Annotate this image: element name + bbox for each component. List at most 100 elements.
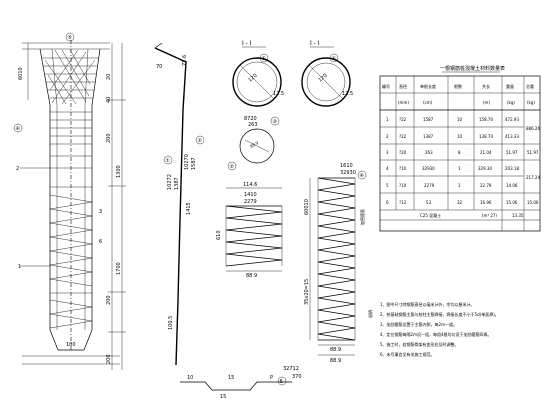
bar2-dim-2279: 2279 xyxy=(244,199,257,205)
bar2-dim-1410: 1410 xyxy=(244,192,257,198)
svg-text:6: 6 xyxy=(386,200,389,205)
spiral-callout-4: ④ xyxy=(360,173,365,179)
th-len: 单根长度 xyxy=(420,83,436,89)
bar2-dim-114: 114.6 xyxy=(243,182,257,188)
svg-text:?22: ?22 xyxy=(399,117,407,122)
callout-1: 1 xyxy=(18,264,21,270)
callout-2: 2 xyxy=(16,166,19,172)
bar6-p: P xyxy=(270,375,273,381)
svg-text:329.30: 329.30 xyxy=(478,166,492,171)
bar2-dim-610: 610 xyxy=(216,230,222,240)
spiral-dim-35x20: 35x20=15 xyxy=(304,279,310,305)
label-40: 40 xyxy=(106,97,112,103)
table-row: 6 ?12 53 32 16.96 15.06 15.06 xyxy=(386,200,539,205)
note-line-3: 3、加劲箍筋设置于主筋内侧，每2m一道。 xyxy=(380,321,457,327)
note-line-5: 5、施工时，若钢筋骨架有变形应及时调整。 xyxy=(380,341,459,347)
svg-text:22.79: 22.79 xyxy=(480,183,492,188)
callout-3: 3 xyxy=(99,209,102,215)
concrete-label: C25 混凝土 xyxy=(420,212,441,218)
svg-text:21.04: 21.04 xyxy=(480,150,492,155)
bar2-callout: ② xyxy=(230,164,235,170)
section-i-i: I - I I - I 120 12.5 ① 120 12.5 ④ xyxy=(232,40,353,107)
dim-bottom-width: 100 xyxy=(66,342,76,348)
svg-text:1: 1 xyxy=(458,183,461,188)
svg-text:5: 5 xyxy=(386,183,389,188)
bar3-callout: ③ xyxy=(273,119,277,125)
th-weight: 重量 xyxy=(506,83,514,89)
svg-text:2: 2 xyxy=(386,134,389,139)
bar6-dim-370: 370 xyxy=(292,374,302,380)
bar-2-detail: ② 114.6 1410 2279 610 88.9 xyxy=(216,161,283,279)
section-left-ring: 12.5 xyxy=(273,91,284,97)
section-callout-4: ④ xyxy=(332,56,337,62)
svg-text:?20: ?20 xyxy=(399,150,407,155)
section-title-left: I - I xyxy=(242,40,252,47)
table-row: 2 ?22 1387 10 138.70 413.33 xyxy=(386,134,519,139)
table-title: 一根钢筋桩混凝土材料数量表 xyxy=(440,65,505,72)
tu-dia: (mm) xyxy=(398,100,409,105)
svg-text:15.06: 15.06 xyxy=(527,200,539,205)
dim-top-width: 6010 xyxy=(18,67,24,80)
th-no: 编号 xyxy=(382,83,390,89)
bar3-dim1: 8720 xyxy=(244,116,257,122)
th-dia: 直径 xyxy=(399,83,407,89)
svg-text:1: 1 xyxy=(458,166,461,171)
callout-6: 6 xyxy=(99,239,102,245)
bar1-len-mid: 71.6 xyxy=(182,55,188,66)
table-row: 4 ?10 32930 1 329.30 203.18 217.24 xyxy=(386,166,540,180)
bar2-dim-88: 88.9 xyxy=(246,273,257,279)
svg-text:14.06: 14.06 xyxy=(506,183,518,188)
svg-text:3: 3 xyxy=(386,150,389,155)
bar-1-detail: 70 71.6 10272 1387 10270 1587 1415 100.5… xyxy=(154,42,205,366)
svg-text:8: 8 xyxy=(458,150,461,155)
svg-text:10: 10 xyxy=(457,117,463,122)
tu-len: (cm) xyxy=(423,100,433,105)
svg-text:472.93: 472.93 xyxy=(505,117,519,122)
section-callout-1: ① xyxy=(262,56,267,62)
svg-text:1: 1 xyxy=(386,117,389,122)
bar1-dim-10270: 10270 xyxy=(184,154,190,170)
spiral-dim-60010: 60010 xyxy=(304,199,310,215)
spiral-detail: 1610 32930 ④ 60010 35x20=15 加密箍筋 88.9 88… xyxy=(304,163,367,364)
svg-text:51.97: 51.97 xyxy=(527,150,539,155)
bar3-dim2: 263 xyxy=(248,122,258,128)
svg-text:4: 4 xyxy=(386,166,389,171)
svg-text:158.70: 158.70 xyxy=(479,117,493,122)
pile-elevation: ⑤ xyxy=(13,32,126,370)
tu-total-weight: (kg) xyxy=(527,100,535,105)
dim-200-lower: 200 xyxy=(106,295,112,305)
label-20: 20 xyxy=(106,74,112,80)
concrete-unit: (m³ 27) xyxy=(482,213,497,218)
notes: 说明 1、图中尺寸除钢筋直径以毫米计外，余均以厘米计。 2、桩基础钢筋主筋与桩柱… xyxy=(367,301,499,357)
svg-text:1387: 1387 xyxy=(423,134,434,139)
bar1-dim-1387: 1387 xyxy=(174,177,180,190)
spiral-side-label: 加密箍筋 xyxy=(359,209,365,225)
bar1-len-top: 70 xyxy=(156,64,162,70)
svg-text:203.18: 203.18 xyxy=(505,166,519,171)
section-right-dia: 120 xyxy=(317,73,328,84)
note-line-4: 4、定位钢筋每隔2m设一组，每组4根均匀设于加劲箍筋四周。 xyxy=(380,331,492,337)
bar3-label-88: 88.9 xyxy=(249,140,260,149)
svg-text:53: 53 xyxy=(426,200,432,205)
section-right-ring: 12.5 xyxy=(342,91,353,97)
dim-1300: 1300 xyxy=(116,165,122,178)
section-left-dia: 120 xyxy=(247,73,258,84)
dim-1700: 1700 xyxy=(116,262,122,275)
svg-text:51.97: 51.97 xyxy=(506,150,518,155)
tu-total-len: (m) xyxy=(483,100,490,105)
bar1-dim-1587: 1587 xyxy=(191,157,197,170)
svg-text:16.96: 16.96 xyxy=(480,200,492,205)
tu-weight: (kg) xyxy=(507,100,515,105)
bar6-dim-32712: 32712 xyxy=(283,366,299,372)
table-row: 3 ?20 263 8 21.04 51.97 51.97 xyxy=(386,150,539,155)
th-total-len: 共长 xyxy=(482,83,490,89)
spiral-dim-32930: 32930 xyxy=(340,170,356,176)
svg-text:15.06: 15.06 xyxy=(506,200,518,205)
svg-text:?22: ?22 xyxy=(399,134,407,139)
bar6-dim-15a: 15 xyxy=(228,375,234,381)
bar6-dim-15b: 15 xyxy=(220,394,226,400)
table-row: 1 ?22 1587 10 158.70 472.93 886.26 xyxy=(386,117,540,131)
bar1-1415: 1415 xyxy=(186,202,192,215)
bar-3-detail: 8720 263 ③ 88.9 xyxy=(239,116,280,164)
